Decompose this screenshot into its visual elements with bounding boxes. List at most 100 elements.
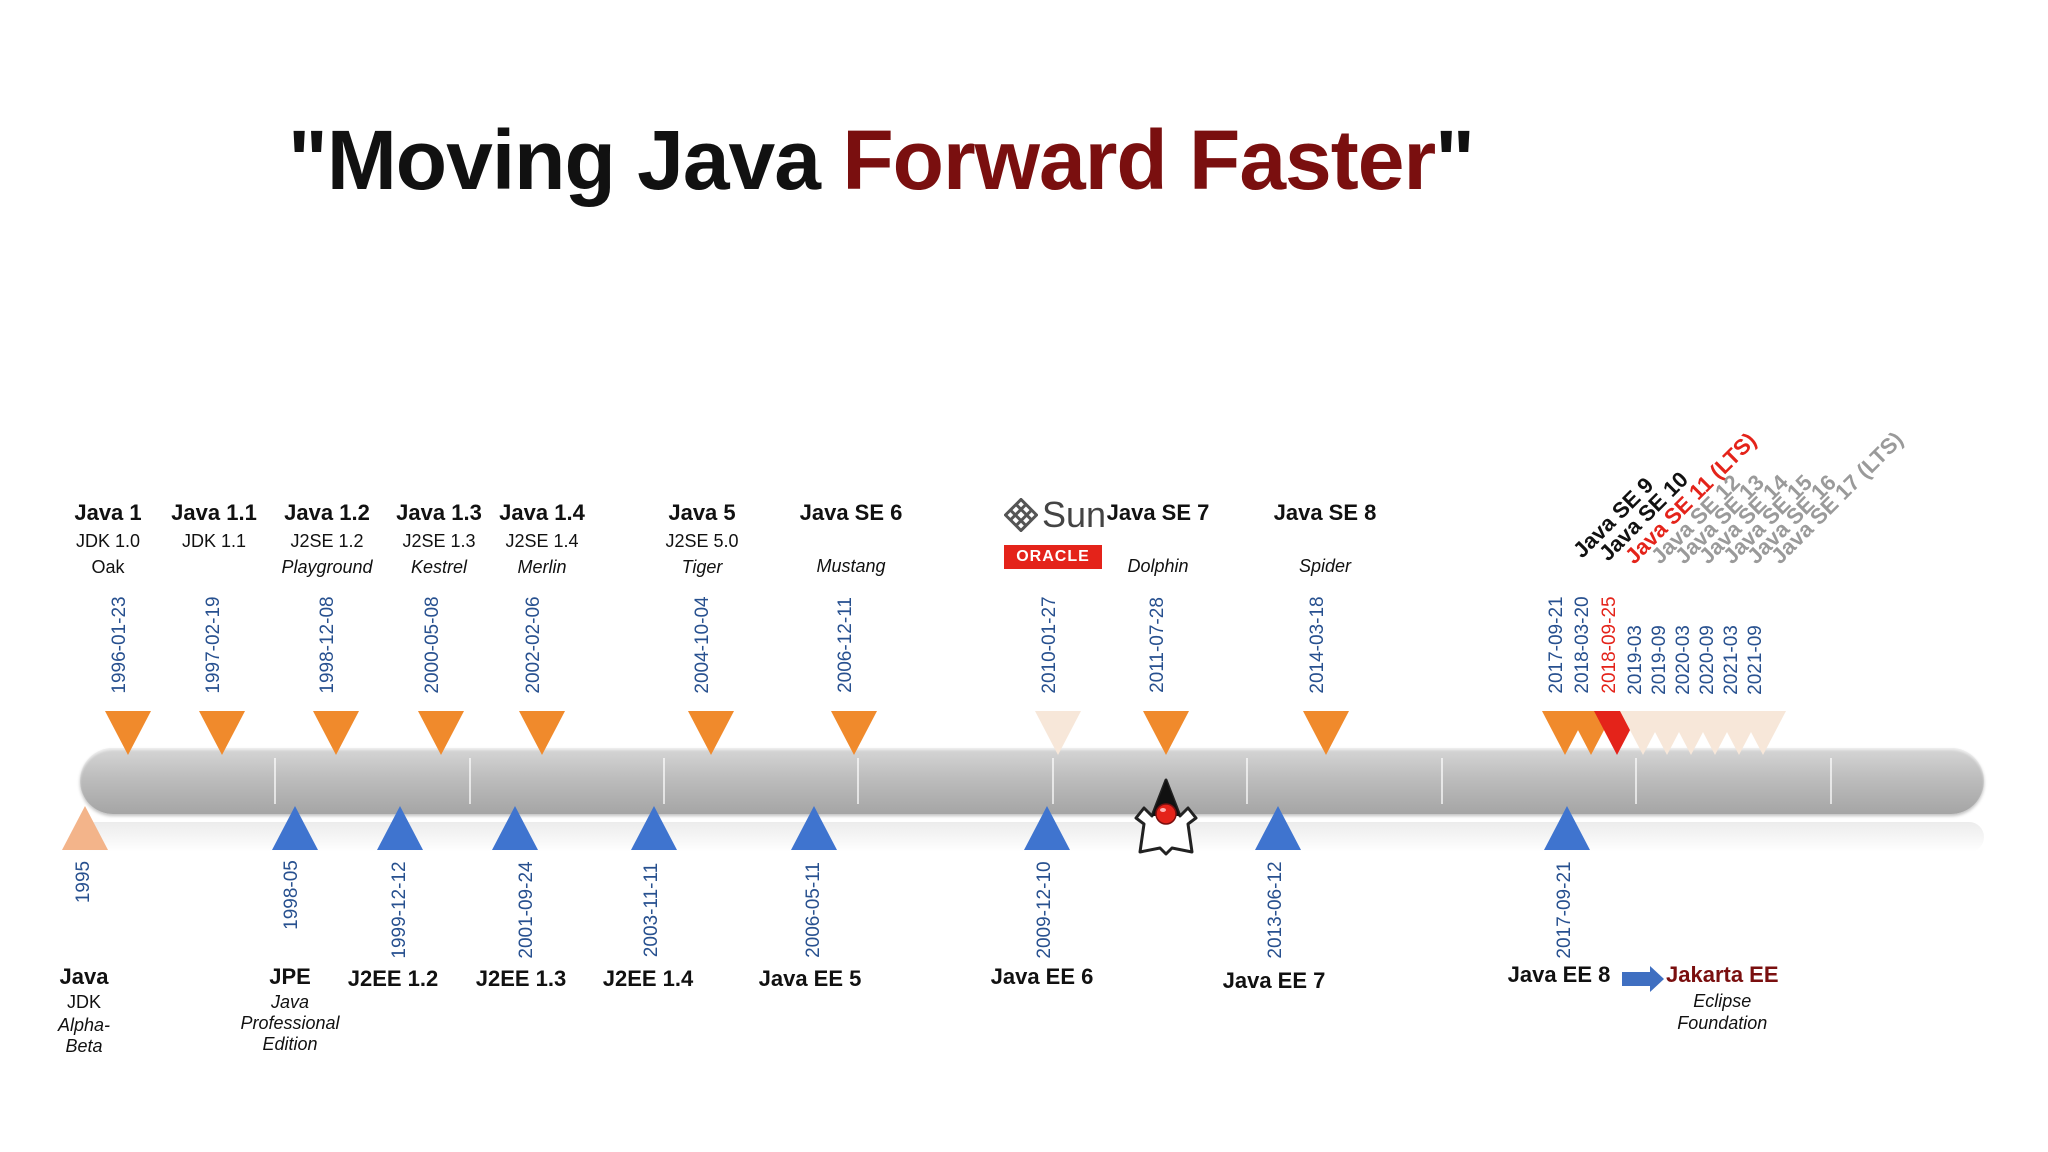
ee-release-name: Java EE 8 (1507, 962, 1611, 987)
se-release-sub: J2SE 1.3 (402, 531, 476, 551)
ee-release-name: Java EE 6 (990, 964, 1094, 989)
se-marker (831, 711, 877, 755)
se-release-name: Java 1.4 (499, 500, 585, 525)
se-release-codename: Kestrel (410, 557, 468, 577)
se-date: 2019-09 (1649, 625, 1670, 695)
se-date: 2019-03 (1625, 625, 1646, 695)
ee-release-name: J2EE 1.3 (475, 966, 567, 991)
se-marker (1143, 711, 1189, 755)
se-date: 2014-03-18 (1307, 596, 1328, 694)
se-marker (1303, 711, 1349, 755)
duke-mascot-icon (1134, 778, 1198, 856)
timeline-divider (1052, 758, 1054, 804)
sun-logo: Sun (1004, 494, 1106, 536)
page-title: "Moving Java Forward Faster" (288, 112, 1475, 209)
ee-date: 2017-09-21 (1554, 861, 1575, 959)
se-release-name: Java SE 6 (799, 500, 903, 525)
ee-marker (492, 806, 538, 850)
se-date: 2021-03 (1721, 625, 1742, 695)
right-arrow-icon (1622, 966, 1664, 992)
ee-release-name: J2EE 1.4 (602, 966, 694, 991)
se-date: 2004-10-04 (692, 596, 713, 694)
ee-release: Java EE 8 (1508, 962, 1611, 988)
se-release-name: Java 1.2 (284, 500, 370, 525)
title-accent: Forward Faster (842, 113, 1436, 207)
ee-marker (377, 806, 423, 850)
se-date: 2010-01-27 (1039, 596, 1060, 694)
timeline-divider (1246, 758, 1248, 804)
se-marker (105, 711, 151, 755)
se-marker (688, 711, 734, 755)
se-release-codename: Mustang (816, 556, 886, 576)
se-release: Java SE 6 Mustang (800, 500, 903, 577)
ee-release-name: Java EE 7 (1222, 968, 1326, 993)
ee-release-name: J2EE 1.2 (347, 966, 439, 991)
se-release-codename: Tiger (681, 557, 723, 577)
ee-release-codename: Java Professional Edition (240, 992, 340, 1054)
ee-marker (272, 806, 318, 850)
se-date: 2017-09-21 (1546, 596, 1567, 694)
timeline-divider (857, 758, 859, 804)
ee-release-codename: Alpha- Beta (57, 1015, 111, 1056)
se-marker (418, 711, 464, 755)
title-suffix: " (1435, 113, 1475, 207)
ee-release: Java EE 7 (1223, 968, 1326, 994)
ee-release-name: Java EE 5 (758, 966, 862, 991)
timeline-divider (663, 758, 665, 804)
se-release-codename: Dolphin (1127, 556, 1189, 576)
sun-logo-text: Sun (1042, 494, 1107, 535)
jakarta-ee-org: Eclipse Foundation (1677, 991, 1768, 1033)
se-date: 1998-12-08 (317, 596, 338, 694)
ee-date: 1999-12-12 (389, 861, 410, 959)
timeline-bar (80, 748, 1984, 814)
ee-marker (62, 806, 108, 850)
se-release: Java SE 7 Dolphin (1107, 500, 1210, 577)
se-marker (199, 711, 245, 755)
ee-release: J2EE 1.2 (348, 966, 439, 992)
ee-date: 1998-05 (281, 860, 302, 930)
jakarta-ee-name: Jakarta EE (1666, 962, 1779, 987)
ee-release: JPE Java Professional Edition (240, 964, 339, 1055)
sun-logo-icon (1004, 498, 1038, 532)
timeline-divider (469, 758, 471, 804)
se-release-name: Java 1.3 (396, 500, 482, 525)
title-prefix: "Moving Java (288, 113, 843, 207)
se-release: Java 1.2 J2SE 1.2 Playground (281, 500, 372, 578)
ee-marker (1544, 806, 1590, 850)
se-marker (313, 711, 359, 755)
ee-release-sub: JDK (66, 992, 101, 1012)
se-release: Java 1.1 JDK 1.1 (171, 500, 257, 552)
jakarta-ee-label: Jakarta EE Eclipse Foundation (1666, 962, 1779, 1034)
se-date-lts: 2018-09-25 (1599, 596, 1620, 694)
oracle-logo: ORACLE (1004, 545, 1102, 569)
timeline-divider (1635, 758, 1637, 804)
se-date: 2018-03-20 (1572, 596, 1593, 694)
se-date: 1997-02-19 (203, 596, 224, 694)
ee-release: J2EE 1.3 (476, 966, 567, 992)
se-release-codename: Oak (91, 557, 125, 577)
se-date: 2020-03 (1673, 625, 1694, 695)
ee-date: 2013-06-12 (1265, 861, 1286, 959)
se-release: Java SE 8 Spider (1274, 500, 1377, 577)
ee-marker (791, 806, 837, 850)
se-release-codename: Playground (281, 557, 373, 577)
ee-release: Java EE 6 (991, 964, 1094, 990)
ee-date: 2003-11-11 (641, 862, 662, 958)
se-release: Java 5 J2SE 5.0 Tiger (665, 500, 738, 578)
se-release-sub: JDK 1.1 (181, 531, 247, 551)
timeline-divider (1441, 758, 1443, 804)
ee-date: 2009-12-10 (1034, 861, 1055, 959)
se-marker-future (1035, 711, 1081, 755)
ee-date: 2001-09-24 (516, 861, 537, 959)
se-release-sub: J2SE 1.2 (290, 531, 364, 551)
se-release-codename: Spider (1298, 556, 1352, 576)
se-release-codename: Merlin (517, 557, 567, 577)
se-release-sub: J2SE 1.4 (505, 531, 579, 551)
se-release-name: Java SE 8 (1273, 500, 1377, 525)
se-release-name: Java 5 (668, 500, 736, 525)
se-release: Java 1.4 J2SE 1.4 Merlin (499, 500, 585, 578)
timeline-divider (1830, 758, 1832, 804)
ee-date: 1995 (73, 860, 94, 904)
ee-release: Java JDK Alpha- Beta (58, 964, 110, 1057)
se-marker-future (1740, 711, 1786, 755)
